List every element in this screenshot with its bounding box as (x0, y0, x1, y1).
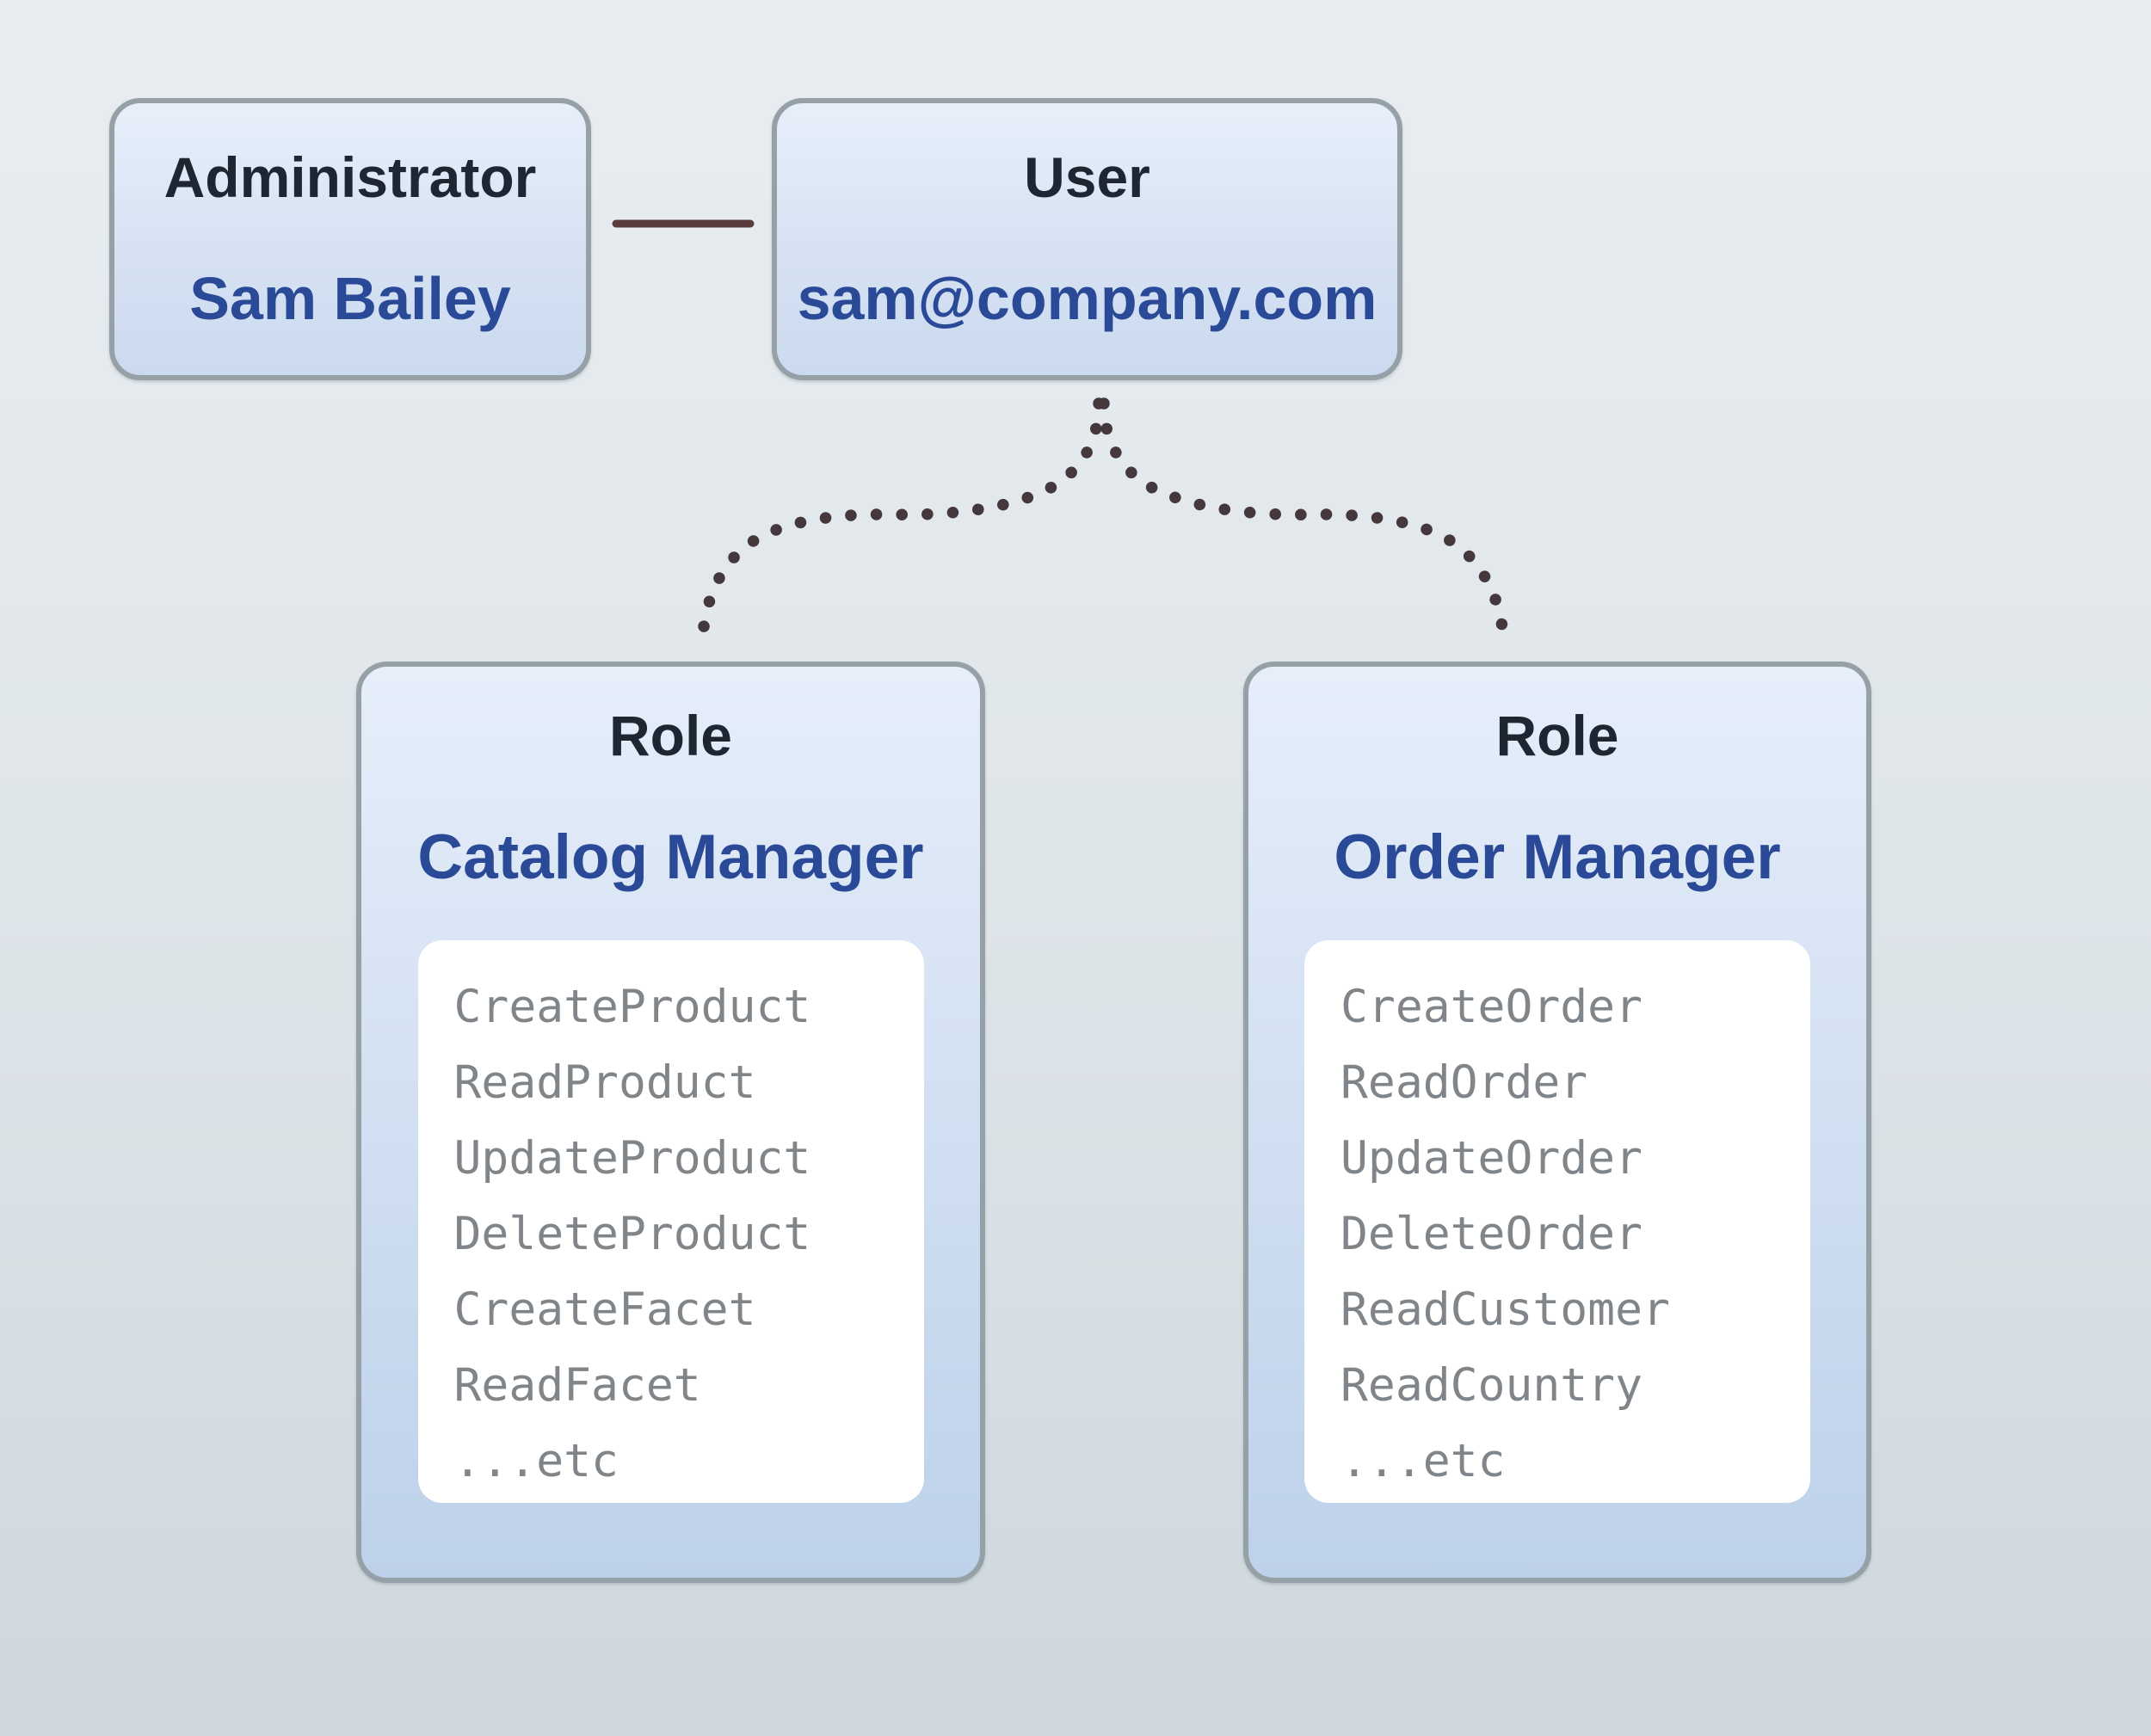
permission-item: CreateProduct (453, 981, 811, 1033)
permissions-panel: CreateOrder ReadOrder UpdateOrder Delete… (1304, 940, 1810, 1503)
role-name: Catalog Manager (417, 822, 924, 892)
permission-item: CreateOrder (1341, 981, 1643, 1033)
user-card: User sam@company.com (772, 98, 1402, 380)
user-role-connector-left-dotted (696, 397, 1105, 649)
permission-item: ReadOrder (1341, 1056, 1588, 1109)
user-role-connector-right-dotted (1098, 397, 1510, 649)
permission-item: UpdateProduct (453, 1132, 811, 1185)
permission-item: UpdateOrder (1341, 1132, 1643, 1185)
permission-item: ReadCountry (1341, 1359, 1643, 1412)
user-email: sam@company.com (797, 265, 1378, 332)
role-name: Order Manager (1334, 822, 1781, 892)
permission-item: ReadFacet (453, 1359, 701, 1412)
administrator-name: Sam Bailey (189, 265, 511, 332)
role-card-title: Role (608, 704, 733, 767)
permission-item: DeleteOrder (1341, 1208, 1643, 1260)
administrator-card-title: Administrator (163, 145, 537, 209)
user-card-title: User (1024, 145, 1150, 209)
permissions-panel: CreateProduct ReadProduct UpdateProduct … (417, 940, 924, 1503)
role-card-title: Role (1495, 704, 1619, 767)
permission-item: ...etc (453, 1435, 619, 1487)
permission-item: ReadCustomer (1341, 1284, 1670, 1336)
administrator-card: Administrator Sam Bailey (109, 98, 591, 380)
permission-item: ...etc (1341, 1435, 1506, 1487)
role-card-catalog-manager: Role Catalog Manager CreateProduct ReadP… (356, 662, 985, 1583)
permission-item: DeleteProduct (453, 1208, 811, 1260)
role-card-order-manager: Role Order Manager CreateOrder ReadOrder… (1243, 662, 1871, 1583)
permission-item: ReadProduct (453, 1056, 756, 1109)
permission-item: CreateFacet (453, 1284, 756, 1336)
